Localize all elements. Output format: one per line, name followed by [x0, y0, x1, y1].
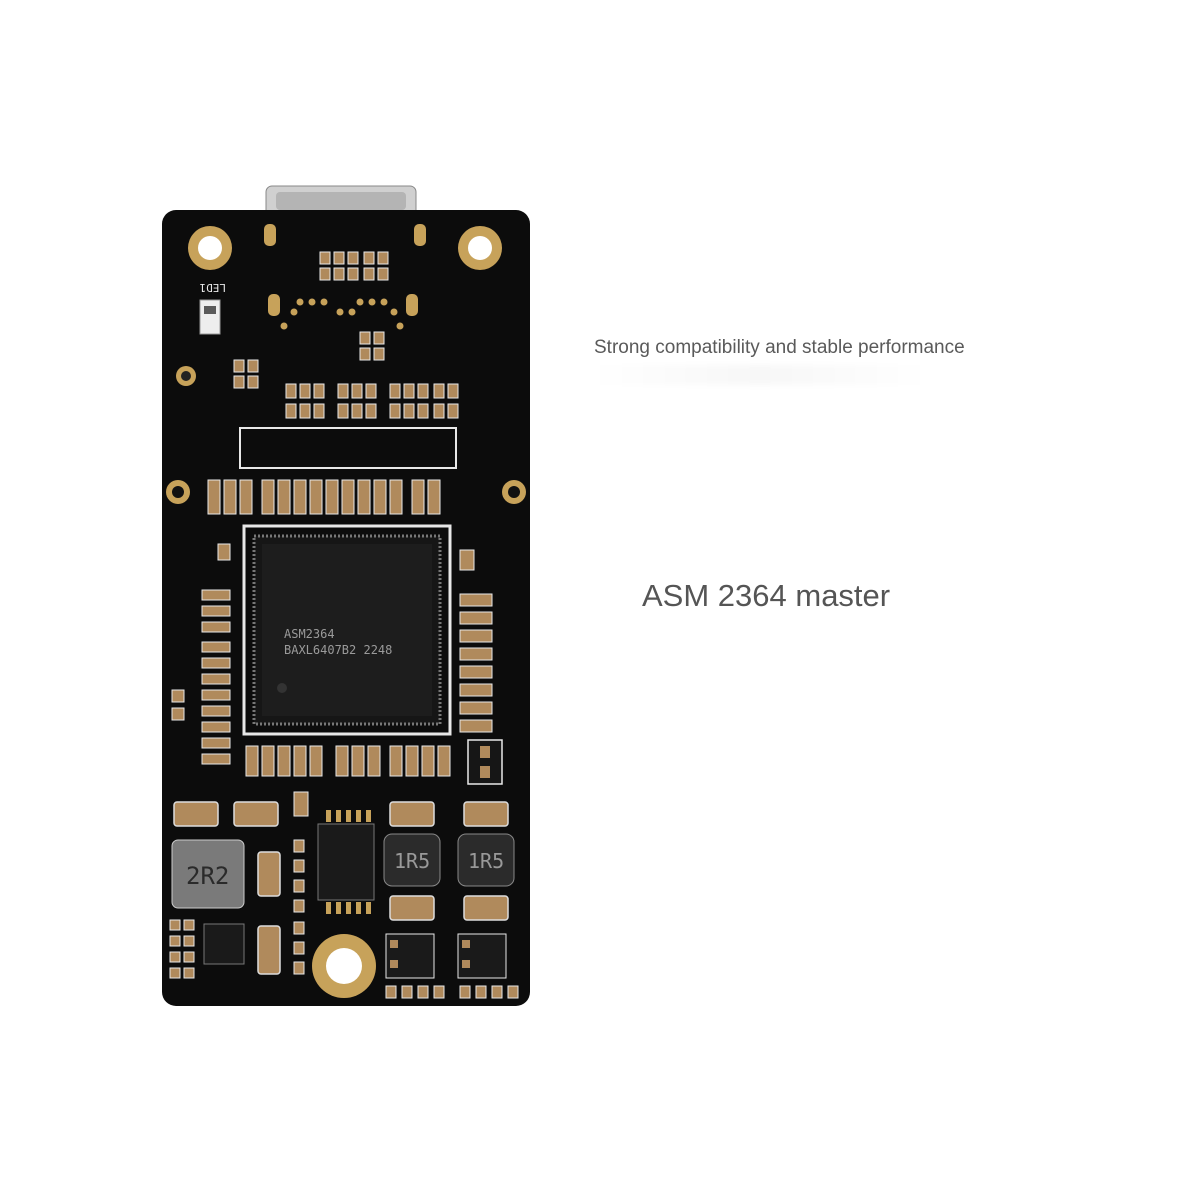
mounting-hole-bottom	[312, 934, 376, 998]
inductor-1r5-right: 1R5	[457, 833, 515, 887]
mounting-hole-top-left	[188, 226, 232, 270]
inductor-2r2: 2R2	[171, 839, 245, 909]
caption-shadow	[590, 365, 930, 385]
resistor-row	[207, 479, 441, 515]
caption-master: ASM 2364 master	[642, 578, 891, 613]
mounting-hole-top-right	[458, 226, 502, 270]
inductor-1r5-left: 1R5	[383, 833, 441, 887]
chip-label-line2: BAXL6407B2 2248	[284, 643, 392, 657]
pcb-board-image: LED1	[150, 180, 550, 1020]
upper-capacitor-row	[233, 359, 459, 419]
led-label: LED1	[200, 281, 227, 294]
chip-label-line1: ASM2364	[284, 627, 335, 641]
power-ic	[317, 823, 375, 901]
led	[199, 299, 221, 335]
svg-text:1R5: 1R5	[394, 849, 430, 873]
svg-text:2R2: 2R2	[186, 862, 229, 890]
svg-text:1R5: 1R5	[468, 849, 504, 873]
caption-compatibility: Strong compatibility and stable performa…	[594, 337, 965, 358]
